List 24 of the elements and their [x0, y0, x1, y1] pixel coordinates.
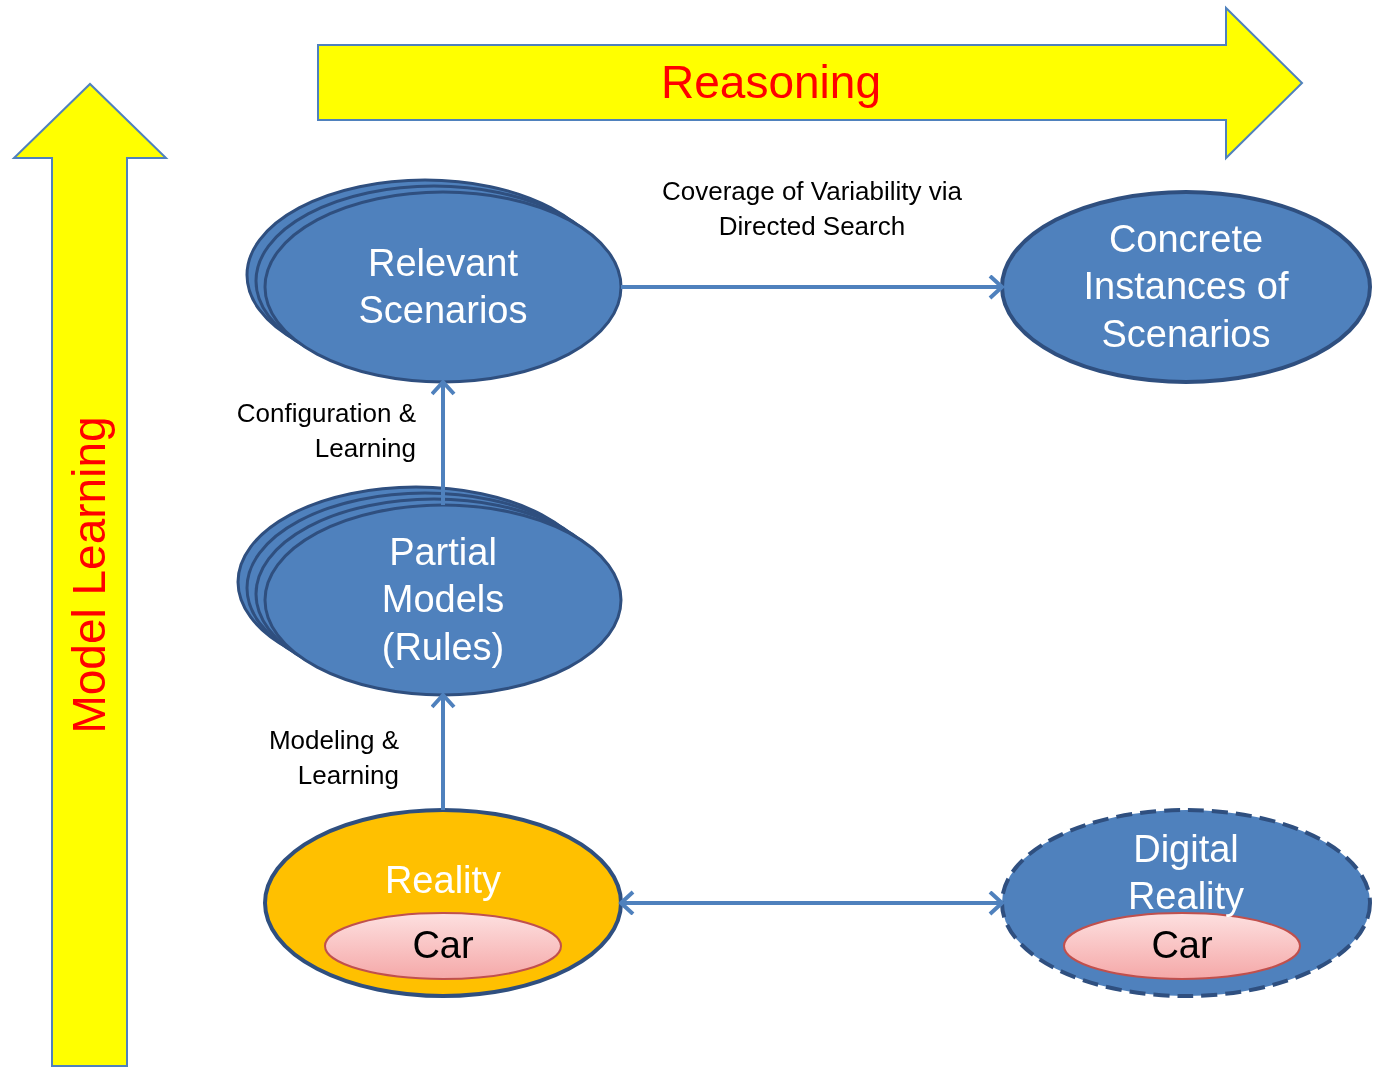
arrow [430, 693, 456, 810]
arrow [621, 274, 1004, 300]
arrow [430, 380, 456, 505]
reality-ellipse [261, 806, 625, 1000]
model-stack-ellipse [234, 483, 625, 699]
car-ellipse [321, 909, 565, 983]
model-learning-arrow [12, 82, 168, 1068]
edge-label: Coverage of Variability via Directed Search [660, 175, 964, 244]
digital-reality-ellipse [998, 806, 1374, 1000]
node-label: Concrete Instances of Scenarios [1082, 216, 1290, 357]
node-label: Partial Models (Rules) [380, 529, 506, 670]
edge-label: Modeling & Learning [267, 724, 399, 793]
node-label: Digital Reality [1126, 826, 1246, 919]
instances-ellipse [998, 188, 1374, 386]
node-label: Relevant Scenarios [357, 240, 529, 333]
node-label: Model Learning [63, 416, 116, 734]
node-label: Car [412, 923, 474, 969]
node-label: Reality [384, 858, 502, 904]
node-label: Car [1151, 923, 1213, 969]
arrow [619, 890, 1004, 916]
node-label: Reasoning [661, 54, 881, 110]
edge-label: Configuration & Learning [235, 397, 416, 466]
reasoning-arrow [316, 6, 1304, 160]
scenario-stack-ellipse [243, 176, 625, 386]
